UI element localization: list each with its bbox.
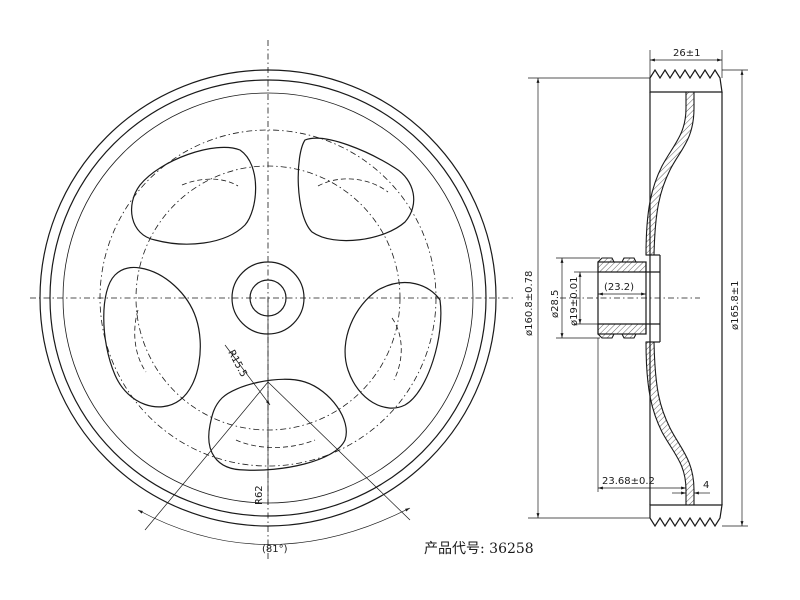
window-hidden-1 (181, 178, 239, 187)
window-hidden-3 (391, 317, 402, 381)
pitch-circle-outer (99, 129, 437, 467)
hub-len-label: (23.2) (604, 282, 634, 293)
section-view: 26±1 ø160.8±0.78 ø165.8±1 ø28.5 ø19±0.01… (524, 48, 748, 528)
hub-section-top (597, 257, 647, 273)
window-3 (344, 281, 442, 409)
width-label: 26±1 (673, 48, 700, 59)
window-4 (208, 378, 347, 471)
product-code: 产品代号: 36258 (424, 538, 534, 558)
angle-label: (81°) (262, 544, 288, 555)
bottom-rim-grooves (649, 504, 723, 528)
window-1 (131, 146, 257, 245)
r-large-label: R62 (254, 485, 265, 505)
r-small-leader (224, 344, 271, 406)
angle-leg-right (267, 381, 411, 521)
r-small-label: R15.5 (225, 348, 248, 379)
product-code-label: 产品代号: (424, 541, 485, 557)
front-view: R15.5 R62 (81°) (30, 40, 515, 560)
angle-arc (137, 507, 411, 545)
groove-circle (49, 79, 487, 517)
offset-label: 23.68±0.2 (602, 476, 655, 487)
product-code-value: 36258 (489, 541, 534, 557)
spoke-windows (103, 137, 442, 471)
web-section-top (645, 91, 695, 256)
outer-dia-label: ø165.8±1 (730, 281, 741, 331)
inner-dia-label: ø160.8±0.78 (524, 271, 535, 336)
window-hidden-4 (235, 439, 316, 448)
window-2 (297, 137, 415, 242)
window-hidden-5 (134, 309, 147, 373)
hub-section-bottom (597, 323, 647, 339)
outer-rim-circle (39, 69, 497, 527)
window-5 (103, 266, 201, 408)
web-label: 4 (703, 480, 709, 491)
hub-dia-label: ø28.5 (550, 290, 561, 318)
top-rim-grooves (649, 68, 723, 93)
angle-leg-left (144, 381, 269, 531)
window-hidden-2 (317, 178, 389, 193)
bore-dia-label: ø19±0.01 (569, 277, 580, 327)
